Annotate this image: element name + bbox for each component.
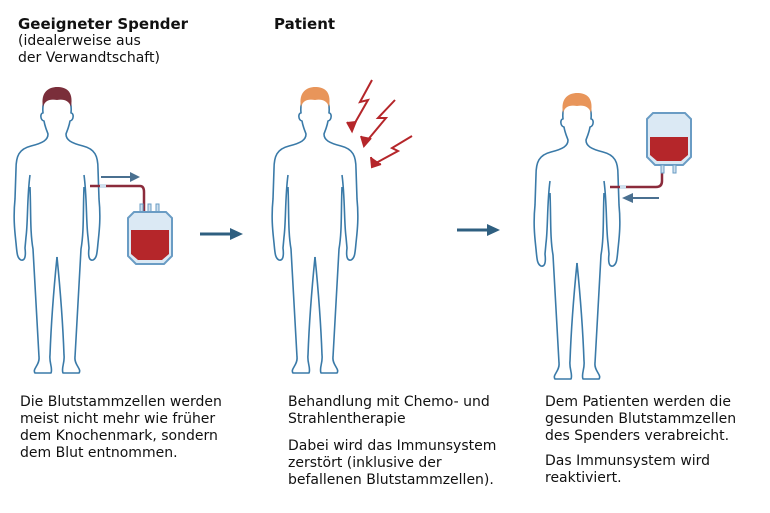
- caption-line: Dem Patienten werden die: [545, 394, 731, 410]
- step-arrow-icon-2: [457, 224, 500, 236]
- caption-line: dem Blut entnommen.: [20, 445, 178, 461]
- donor-figure: [14, 87, 100, 373]
- caption-line: gesunden Blutstammzellen: [545, 411, 737, 427]
- donor-subtitle-line: (idealerweise aus: [18, 33, 141, 49]
- caption-line: Strahlentherapie: [288, 411, 406, 427]
- donor-title: Geeigneter Spender: [18, 15, 189, 33]
- donor-subtitle-line: der Verwandtschaft): [18, 50, 160, 66]
- outflow-arrow-icon: [101, 172, 140, 182]
- caption-line: Das Immunsystem wird: [545, 453, 711, 469]
- caption-line: zerstört (inklusive der: [288, 455, 442, 471]
- radiation-lightning-icons: [346, 79, 413, 169]
- recipient-caption: Dem Patienten werden die gesunden Blutst…: [545, 394, 736, 487]
- caption-line: Dabei wird das Immunsystem: [288, 438, 497, 454]
- patient-figure: [272, 87, 358, 373]
- caption-line: des Spenders verabreicht.: [545, 428, 730, 444]
- recipient-tube: [610, 164, 664, 189]
- inflow-arrow-icon: [622, 193, 659, 203]
- step-arrow-icon-1: [200, 228, 243, 240]
- donor-hair: [42, 87, 72, 107]
- caption-line: dem Knochenmark, sondern: [20, 428, 218, 444]
- recipient-blood-bag: [646, 112, 692, 174]
- caption-line: reaktiviert.: [545, 470, 622, 486]
- patient-title: Patient: [274, 15, 336, 33]
- recipient-figure: [534, 93, 620, 379]
- caption-line: Die Blutstammzellen werden: [20, 394, 222, 410]
- patient-caption: Behandlung mit Chemo- und Strahlentherap…: [288, 394, 496, 489]
- caption-line: befallenen Blutstammzellen).: [288, 472, 494, 488]
- caption-line: Behandlung mit Chemo- und: [288, 394, 490, 410]
- donor-header: Geeigneter Spender (idealerweise aus der…: [18, 16, 188, 67]
- donor-blood-bag: [127, 203, 173, 265]
- donor-caption: Die Blutstammzellen werden meist nicht m…: [20, 394, 222, 462]
- donor-tube: [90, 184, 146, 228]
- caption-line: meist nicht mehr wie früher: [20, 411, 216, 427]
